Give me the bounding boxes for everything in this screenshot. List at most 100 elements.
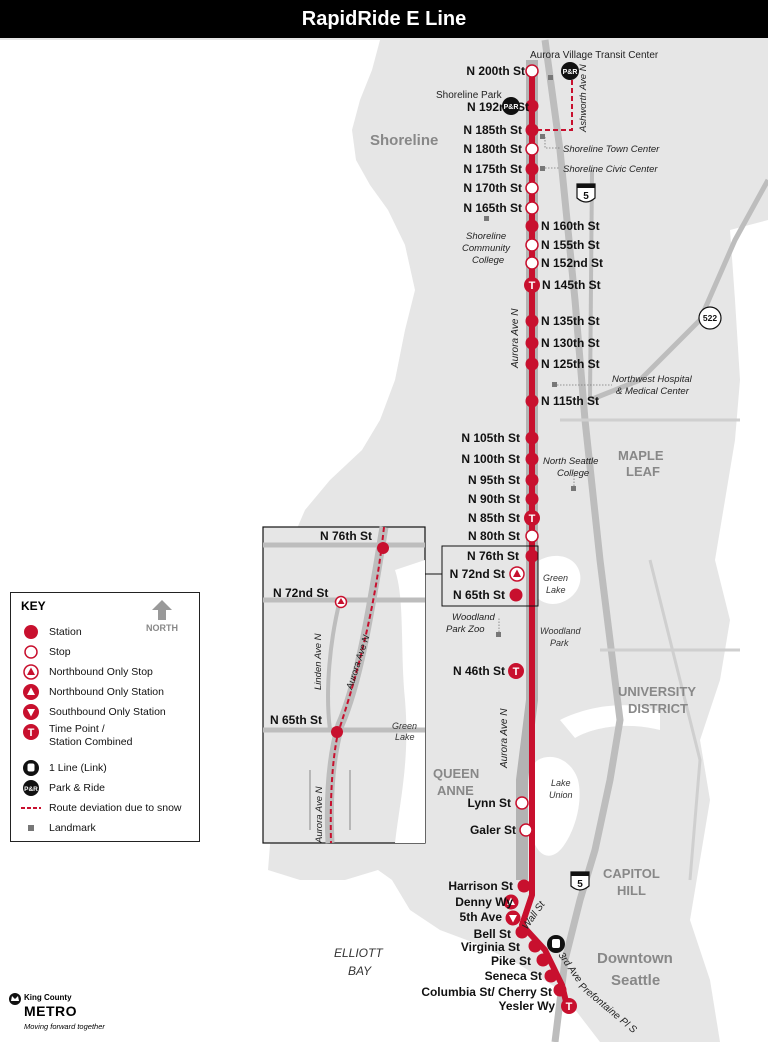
area-downtown-1: Downtown	[597, 950, 673, 967]
station-marker-n-105th-st	[525, 431, 539, 445]
station-label-n-85th-st: N 85th St	[468, 511, 520, 525]
svg-text:5: 5	[577, 879, 583, 890]
street-aurora-2: Aurora Ave N	[499, 708, 510, 769]
label-nw-hospital-1: Northwest Hospital	[612, 374, 693, 385]
timepoint-t-glyph: T	[513, 666, 520, 678]
station-label-n-170th-st: N 170th St	[463, 181, 522, 195]
station-label-n-185th-st: N 185th St	[463, 123, 522, 137]
snow-deviation-line	[532, 80, 573, 131]
park-ride-icon: P&R	[23, 780, 39, 796]
key-landmark: Landmark	[21, 819, 96, 837]
station-marker-n-175th-st	[525, 162, 539, 176]
key-stop: Stop	[21, 643, 71, 661]
station-marker-n-135th-st	[525, 314, 539, 328]
station-marker-n-85th-st: T	[524, 510, 540, 526]
landmark-nw-hospital	[552, 382, 557, 387]
i5-highway	[541, 39, 624, 1042]
station-label-n-100th-st: N 100th St	[461, 452, 520, 466]
station-label-lynn-st: Lynn St	[467, 796, 511, 810]
king-county-metro-logo: King County METRO Moving forward togethe…	[8, 990, 118, 1036]
station-label-n-130th-st: N 130th St	[541, 336, 600, 350]
station-marker-harrison-st	[517, 879, 531, 893]
label-zoo-2: Park Zoo	[446, 624, 485, 635]
pr-200th-icon	[561, 62, 579, 80]
station-label-n-152nd-st: N 152nd St	[541, 256, 603, 270]
key-nb-station: Northbound Only Station	[21, 683, 164, 701]
station-label-n-175th-st: N 175th St	[463, 162, 522, 176]
station-marker-n-65th-st	[509, 588, 523, 602]
station-label-n-72nd-st: N 72nd St	[450, 567, 505, 581]
lake-washington-water	[690, 220, 768, 1042]
sr522-shield: 522	[698, 306, 722, 330]
area-maple-1: MAPLE	[618, 448, 664, 463]
key-snow: Route deviation due to snow	[21, 799, 182, 817]
key-landmark-label: Landmark	[49, 822, 96, 834]
landmark-shoreline-civic-center	[540, 166, 545, 171]
northbound-station-icon	[23, 684, 39, 700]
station-marker-n-152nd-st	[525, 256, 539, 270]
station-label-n-145th-st: N 145th St	[542, 278, 601, 292]
area-univ-2: DISTRICT	[628, 701, 688, 716]
label-aurora-village: Aurora Village Transit Center	[530, 50, 659, 61]
inset-green-lake-1: Green	[392, 721, 417, 731]
station-label-bell-st: Bell St	[474, 927, 511, 941]
water-green-lake-1: Green	[543, 573, 568, 583]
logo-line2: METRO	[24, 1003, 78, 1019]
inset-callout-box	[441, 545, 539, 607]
map-key: KEY NORTH Station Stop Northbound Only S…	[10, 592, 200, 842]
station-marker-n-130th-st	[525, 336, 539, 350]
inset-map	[262, 526, 426, 844]
station-label-n-76th-st: N 76th St	[467, 549, 519, 563]
svg-text:5: 5	[583, 191, 589, 202]
area-univ-1: UNIVERSITY	[618, 684, 696, 699]
station-marker-columbia-st-cherry-st	[553, 983, 567, 997]
key-sb-station: Southbound Only Station	[21, 703, 166, 721]
station-marker-n-46th-st: T	[508, 663, 524, 679]
key-timepoint: T Time Point / Station Combined	[21, 723, 132, 749]
station-label-yesler-wy: Yesler Wy	[499, 999, 556, 1013]
station-icon	[24, 625, 38, 639]
area-maple-2: LEAF	[626, 464, 660, 479]
i5-shield-north: 5	[576, 183, 596, 203]
key-link: 1 Line (Link)	[21, 759, 107, 777]
inset-label-n76: N 76th St	[320, 529, 372, 543]
station-labels: N 200th StN 192nd StN 185th StN 180th St…	[421, 64, 603, 1013]
link-rail-key-icon	[23, 760, 39, 776]
label-nsc-1: North Seattle	[543, 456, 598, 467]
king-county-crown-icon	[9, 993, 21, 1005]
station-marker-lynn-st	[515, 796, 529, 810]
inset-n65-marker	[331, 726, 343, 738]
station-marker-n-80th-st	[525, 529, 539, 543]
key-sb-station-label: Southbound Only Station	[49, 706, 166, 718]
inset-label-n65: N 65th St	[270, 713, 322, 727]
key-nb-station-label: Northbound Only Station	[49, 686, 164, 698]
landmark-shoreline-town-center	[540, 134, 545, 139]
label-shoreline-cc-3: College	[472, 255, 504, 266]
timepoint-t-glyph: T	[529, 280, 536, 292]
inset-linden: Linden Ave N	[313, 633, 324, 690]
station-marker-bell-st	[515, 925, 529, 939]
area-downtown-2: Seattle	[611, 972, 660, 989]
station-label-virginia-st: Virginia St	[461, 940, 520, 954]
station-label-n-65th-st: N 65th St	[453, 588, 505, 602]
stop-icon	[24, 645, 38, 659]
landmark-north-seattle-college	[571, 486, 576, 491]
inset-n76-marker	[377, 542, 389, 554]
station-label-n-155th-st: N 155th St	[541, 238, 600, 252]
green-lake-water	[529, 555, 581, 604]
key-link-label: 1 Line (Link)	[49, 762, 107, 774]
key-station-label: Station	[49, 626, 82, 638]
station-label-n-165th-st: N 165th St	[463, 201, 522, 215]
station-label-n-125th-st: N 125th St	[541, 357, 600, 371]
key-timepoint-label-2: Station Combined	[49, 736, 133, 748]
key-station: Station	[21, 623, 82, 641]
label-nsc-2: College	[557, 468, 589, 479]
station-label-pike-st: Pike St	[491, 954, 531, 968]
station-marker-n-170th-st	[525, 181, 539, 195]
landmark-aurora-village	[548, 75, 553, 80]
label-shoreline-cc-1: Shoreline	[466, 231, 506, 242]
station-marker-n-76th-st	[525, 549, 539, 563]
water-elliott-2: BAY	[348, 964, 372, 978]
key-title: KEY	[21, 599, 46, 613]
key-stop-label: Stop	[49, 646, 71, 658]
